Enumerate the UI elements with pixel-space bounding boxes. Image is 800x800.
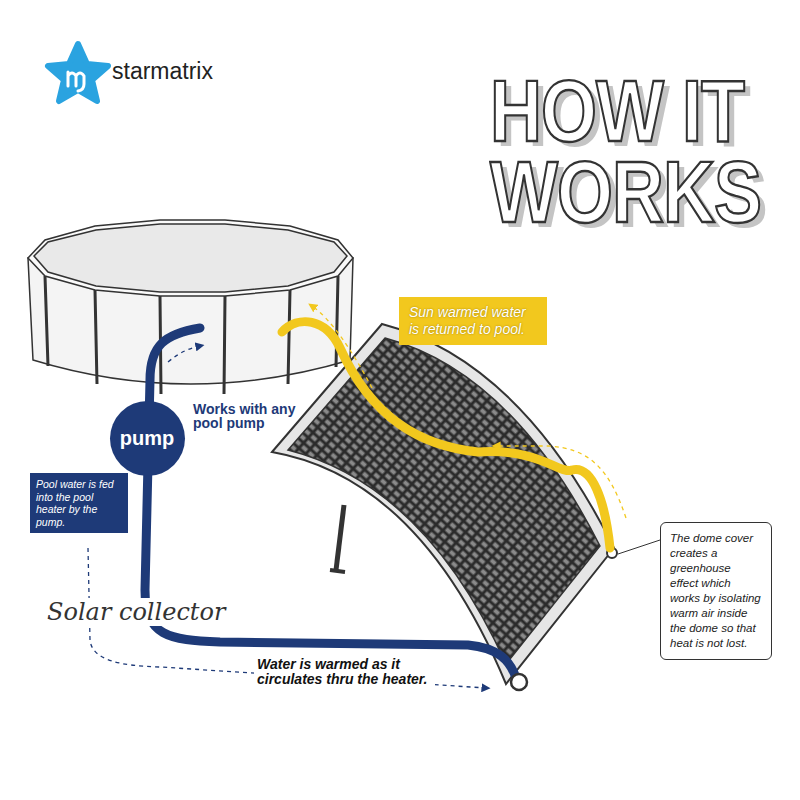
pump-note: Works with any pool pump [193,402,323,430]
leader-line [618,540,660,554]
flow-arrows [88,306,626,688]
pump-circle: pump [110,401,185,476]
note-box: Pool water is fed into the pool heater b… [30,473,128,533]
flow-note: Water is warmed as it circulates thru th… [254,656,435,689]
brand-name: starmatrix [112,58,213,85]
node-text: The dome cover creates a greenhouse effe… [670,531,762,651]
title: HOW IT WORKS [490,70,765,234]
callout-box: Sun warmed water is returned to pool. [399,297,547,345]
solar-panel [272,324,617,684]
logo-star [48,44,108,101]
part-name: Solar collector [44,598,228,626]
pool [28,220,353,394]
callout-box: The dome cover creates a greenhouse effe… [660,522,772,660]
node-text: pump [120,427,174,450]
node-text: Sun warmed water is returned to pool. [409,304,537,338]
node-text: Pool water is fed into the pool heater b… [36,478,122,528]
warm-hose [282,322,610,548]
inlet-fitting [511,674,527,690]
